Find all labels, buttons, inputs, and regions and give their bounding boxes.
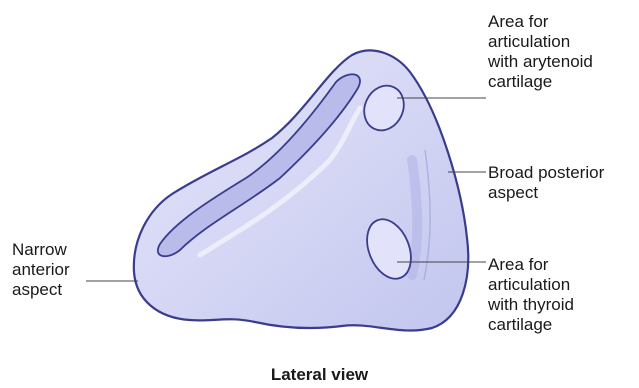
- posterior-ridge: [412, 160, 417, 275]
- figure-caption: Lateral view: [0, 365, 639, 385]
- label-arytenoid-articulation: Area for articulation with arytenoid car…: [488, 12, 593, 92]
- label-anterior-aspect: Narrow anterior aspect: [12, 240, 70, 300]
- label-posterior-aspect: Broad posterior aspect: [488, 163, 604, 203]
- label-thyroid-articulation: Area for articulation with thyroid carti…: [488, 255, 574, 335]
